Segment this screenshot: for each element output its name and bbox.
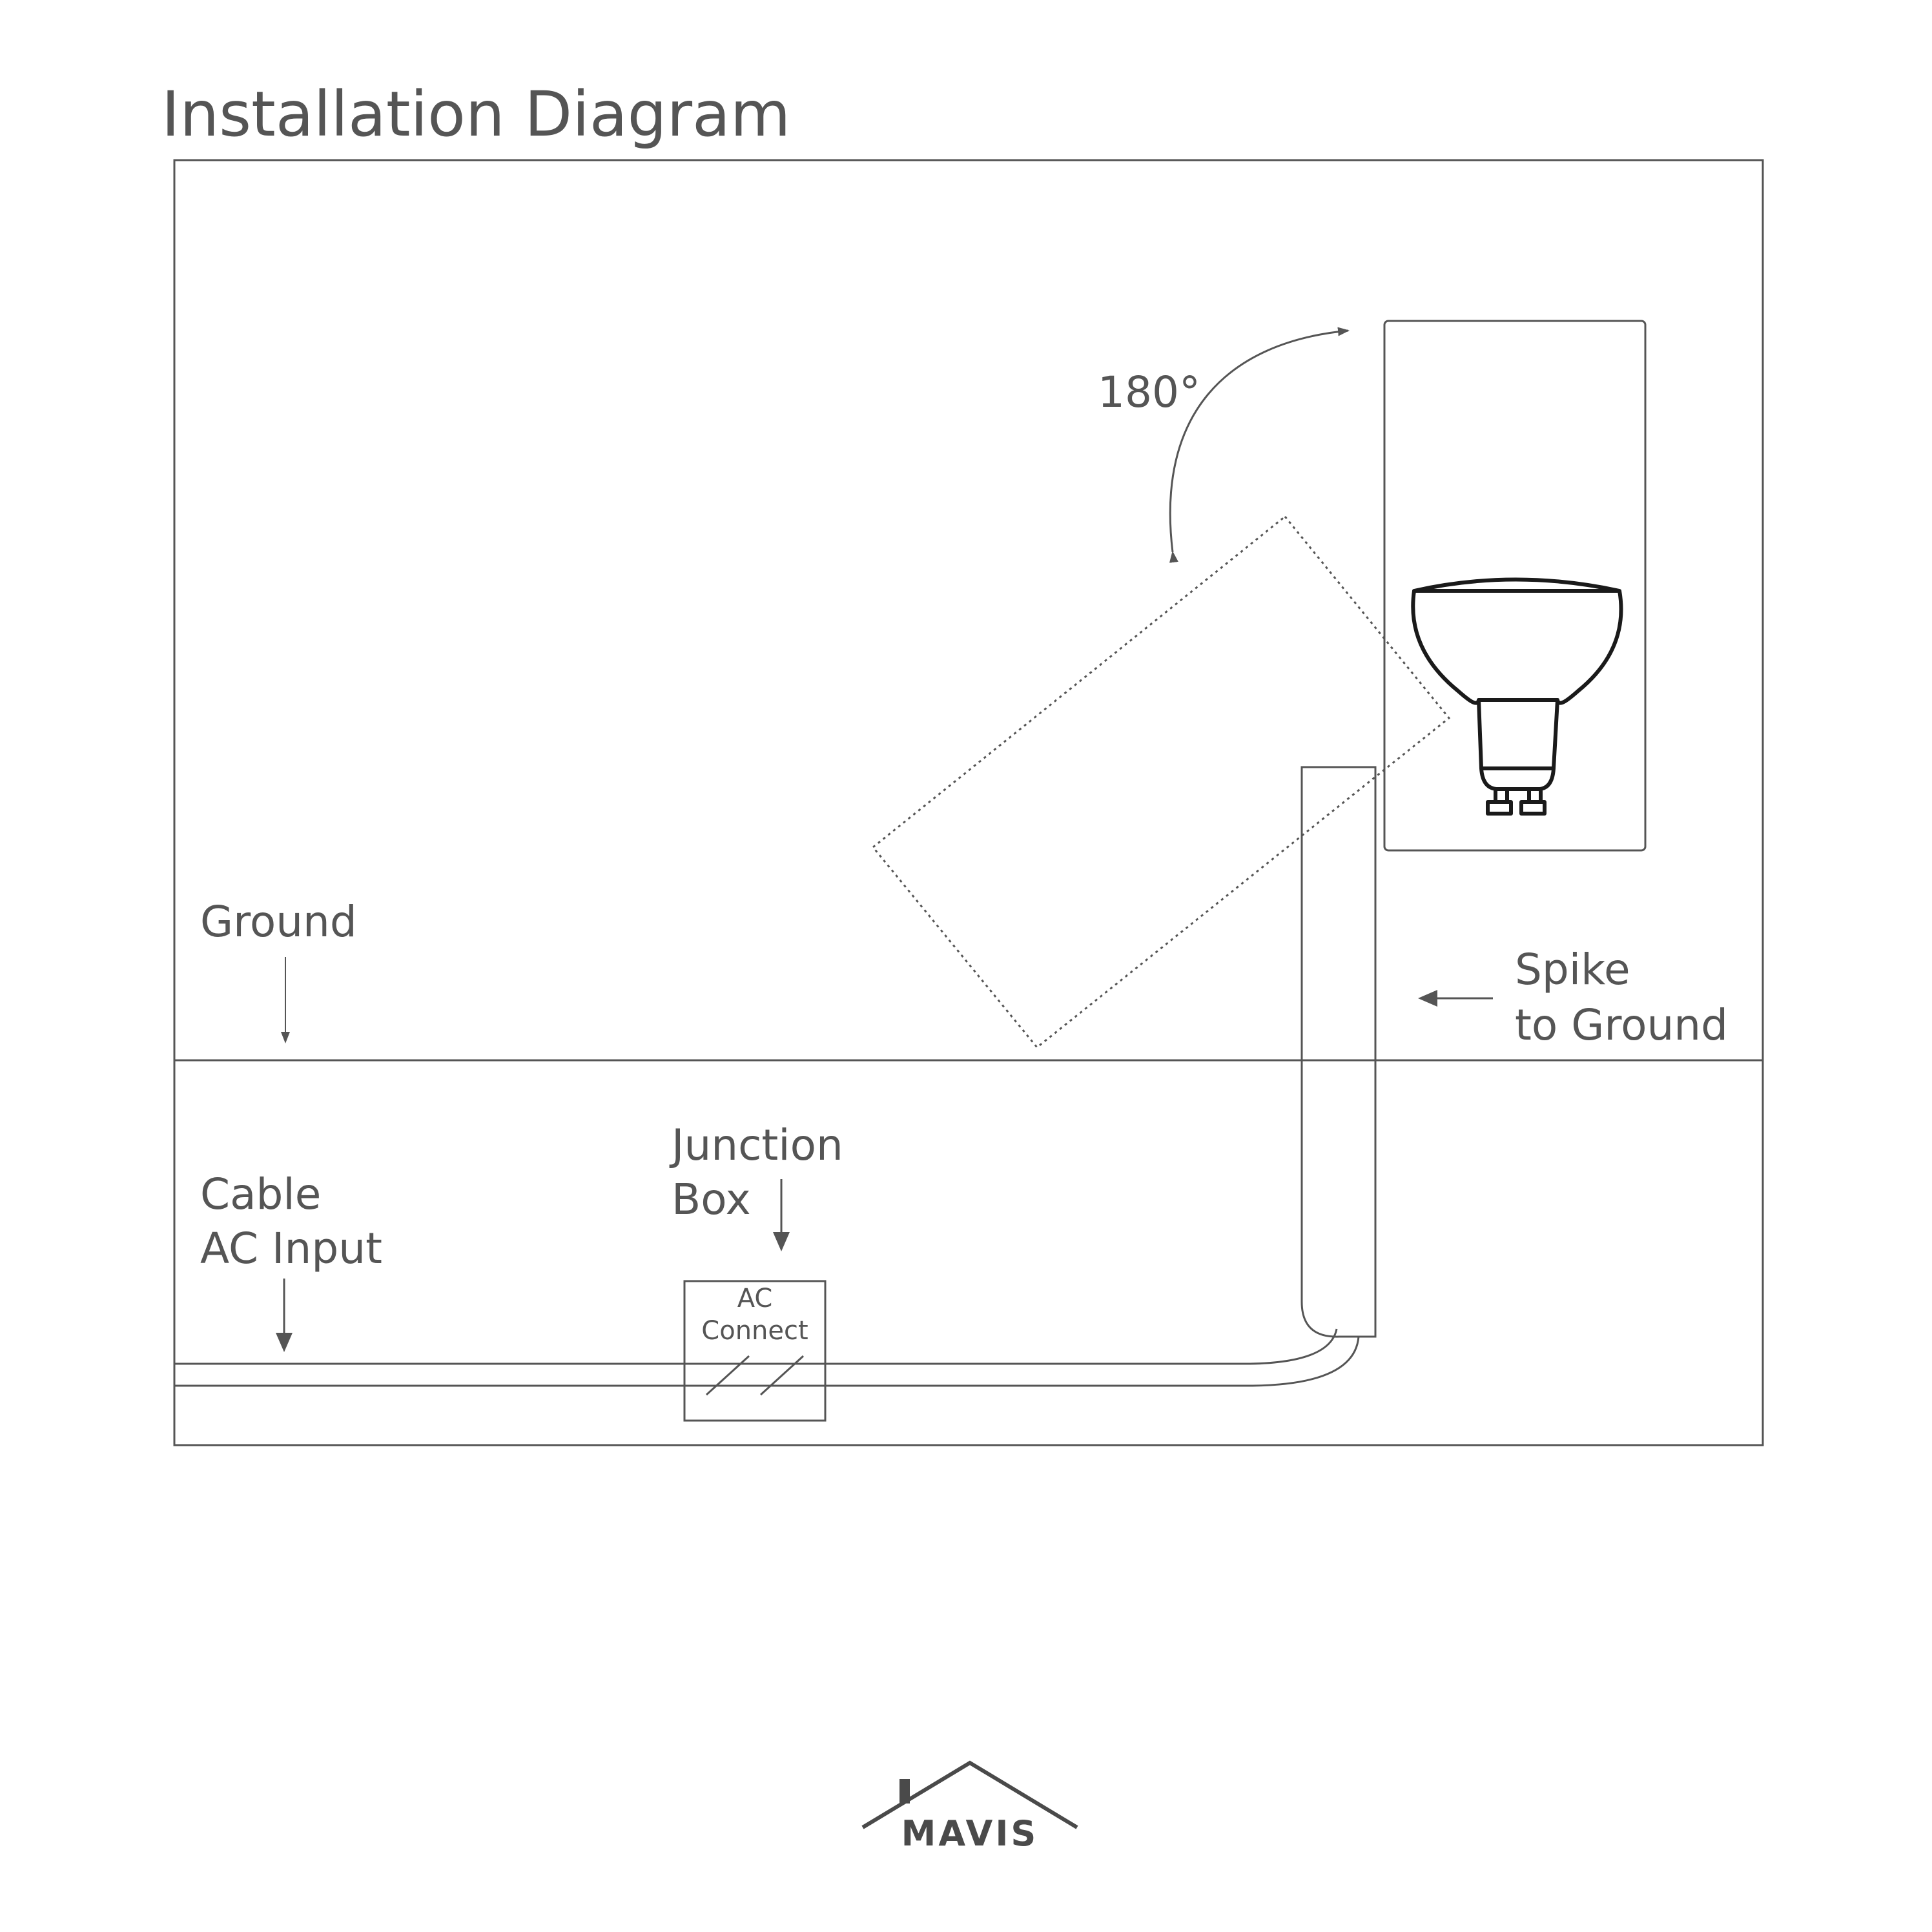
house-roof-icon (861, 1760, 1078, 1829)
junction-label-line1: Junction (669, 1120, 843, 1170)
ac-connect-mark-2 (759, 1355, 805, 1396)
mavis-logo: MAVIS (861, 1760, 1078, 1854)
cable-label-line2: AC Input (200, 1224, 382, 1273)
spike-label-line2: to Ground (1515, 1000, 1728, 1050)
ac-connect-label-line2: Connect (701, 1316, 808, 1346)
junction-label-line2: Box (672, 1175, 751, 1224)
angle-label: 180° (1098, 367, 1200, 417)
cable-label-line1: Cable (200, 1169, 321, 1219)
ground-label: Ground (200, 897, 357, 947)
cable-lower (174, 1336, 1360, 1387)
gu10-bulb-icon (1411, 577, 1623, 816)
cable-upper (174, 1328, 1338, 1365)
chimney-icon (899, 1779, 910, 1804)
logo-text: MAVIS (901, 1813, 1039, 1854)
ac-connect-label-line1: AC (737, 1284, 773, 1313)
page-title: Installation Diagram (161, 78, 790, 150)
ac-connect-mark-1 (705, 1355, 750, 1396)
fixture-housing (1383, 320, 1647, 852)
spike-label-line1: Spike (1515, 945, 1630, 994)
junction-box (683, 1280, 827, 1422)
rotated-fixture-outline (871, 515, 1451, 1049)
diagram-frame (173, 159, 1764, 1446)
rotation-arc-arrow (1169, 327, 1350, 563)
ground-spike (1300, 766, 1377, 1338)
